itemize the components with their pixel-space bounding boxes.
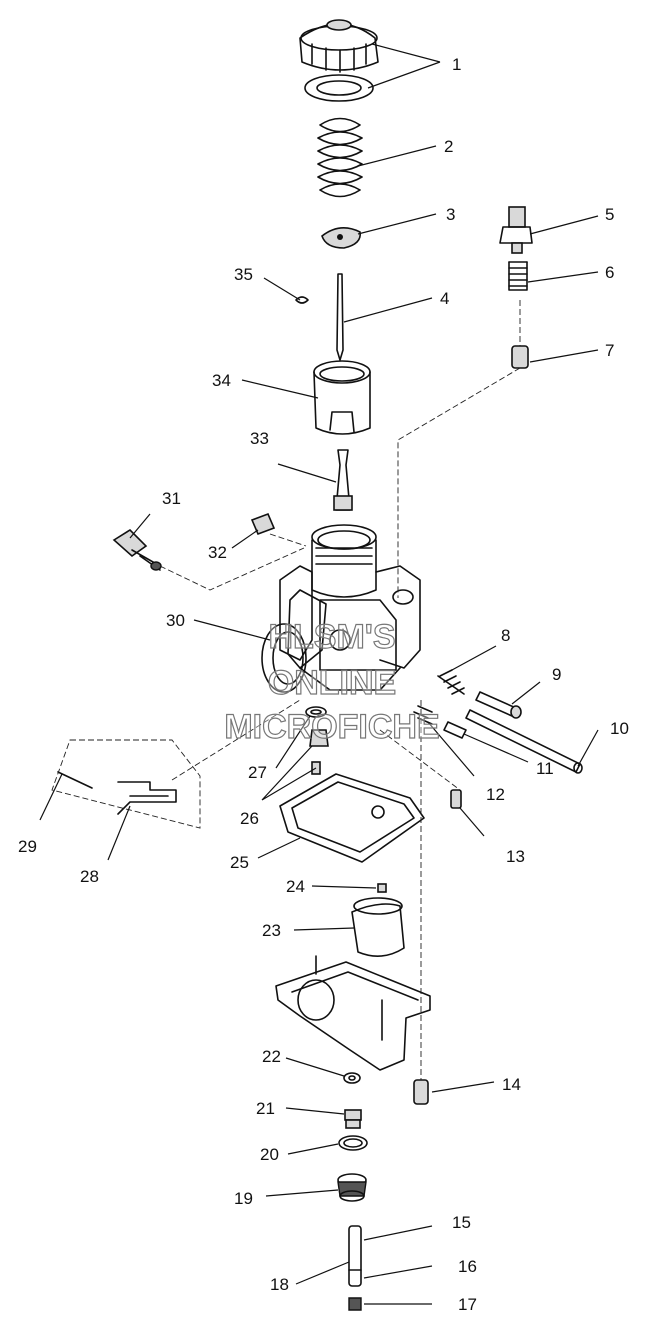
part-pilot-screw[interactable] xyxy=(443,721,467,739)
part-choke-plunger[interactable] xyxy=(112,528,162,571)
part-idle-spring[interactable] xyxy=(437,669,465,695)
part-overflow-tube[interactable] xyxy=(465,709,583,774)
part-needle-jet[interactable] xyxy=(333,449,353,511)
part-drain-tube[interactable] xyxy=(348,1225,362,1287)
callout-8[interactable]: 8 xyxy=(501,626,510,645)
part-o-ring[interactable] xyxy=(338,1135,368,1151)
callout-22[interactable]: 22 xyxy=(262,1047,281,1066)
part-intake-bore[interactable] xyxy=(261,623,307,693)
callout-4[interactable]: 4 xyxy=(440,289,449,308)
callout-14[interactable]: 14 xyxy=(502,1075,521,1094)
cable-routing-lines xyxy=(159,367,521,791)
callout-numbers: 1 2 3 4 5 6 7 8 9 10 11 12 13 14 15 16 1… xyxy=(18,55,629,1314)
part-needle-plate[interactable] xyxy=(321,227,361,249)
callout-32[interactable]: 32 xyxy=(208,543,227,562)
callout-17[interactable]: 17 xyxy=(458,1295,477,1314)
part-float[interactable] xyxy=(351,897,405,957)
callout-29[interactable]: 29 xyxy=(18,837,37,856)
part-float-pin[interactable] xyxy=(57,771,93,789)
part-jet-needle[interactable] xyxy=(336,273,344,361)
part-float-needle[interactable] xyxy=(377,883,387,893)
part-cable-adjuster[interactable] xyxy=(499,206,533,254)
callout-5[interactable]: 5 xyxy=(605,205,614,224)
part-plug[interactable] xyxy=(250,512,276,536)
callout-35[interactable]: 35 xyxy=(234,265,253,284)
callout-9[interactable]: 9 xyxy=(552,665,561,684)
watermark-line-2: ONLINE xyxy=(268,664,396,702)
callout-34[interactable]: 34 xyxy=(212,371,231,390)
callout-12[interactable]: 12 xyxy=(486,785,505,804)
part-throttle-slide[interactable] xyxy=(313,360,371,435)
part-tube-clamp[interactable] xyxy=(348,1297,362,1311)
part-small-screw[interactable] xyxy=(450,789,462,809)
callout-18[interactable]: 18 xyxy=(270,1275,289,1294)
callout-26[interactable]: 26 xyxy=(240,809,259,828)
part-needle-clip[interactable] xyxy=(295,296,309,304)
callout-33[interactable]: 33 xyxy=(250,429,269,448)
callout-27[interactable]: 27 xyxy=(248,763,267,782)
callout-23[interactable]: 23 xyxy=(262,921,281,940)
callout-10[interactable]: 10 xyxy=(610,719,629,738)
callout-2[interactable]: 2 xyxy=(444,137,453,156)
callout-3[interactable]: 3 xyxy=(446,205,455,224)
part-carburetor-body[interactable] xyxy=(279,524,421,691)
part-bowl-screw[interactable] xyxy=(413,700,429,1105)
callout-31[interactable]: 31 xyxy=(162,489,181,508)
callout-20[interactable]: 20 xyxy=(260,1145,279,1164)
callout-7[interactable]: 7 xyxy=(605,341,614,360)
part-cable-end[interactable] xyxy=(511,300,529,369)
part-idle-screw[interactable] xyxy=(475,691,522,719)
part-spring[interactable] xyxy=(317,117,363,198)
part-drain-nut[interactable] xyxy=(343,1072,361,1084)
part-float-arm[interactable] xyxy=(117,781,177,815)
part-cap[interactable] xyxy=(299,19,379,73)
part-adjuster-spring[interactable] xyxy=(508,261,528,291)
callout-16[interactable]: 16 xyxy=(458,1257,477,1276)
part-float-bowl[interactable] xyxy=(275,955,431,1071)
watermark: HLSM'S ONLINE MICROFICHE xyxy=(224,617,441,746)
part-cap-washer[interactable] xyxy=(304,74,374,102)
part-fitting[interactable] xyxy=(344,1109,362,1129)
float-assembly-outline xyxy=(51,739,201,829)
callout-13[interactable]: 13 xyxy=(506,847,525,866)
callout-21[interactable]: 21 xyxy=(256,1099,275,1118)
callout-25[interactable]: 25 xyxy=(230,853,249,872)
callout-28[interactable]: 28 xyxy=(80,867,99,886)
part-float-bowl-gasket[interactable] xyxy=(279,773,425,863)
leader-lines xyxy=(39,43,599,1305)
watermark-line-1: HLSM'S xyxy=(268,618,395,656)
part-drain-plug[interactable] xyxy=(337,1173,367,1202)
callout-19[interactable]: 19 xyxy=(234,1189,253,1208)
part-pilot-jet[interactable] xyxy=(305,706,327,718)
callout-30[interactable]: 30 xyxy=(166,611,185,630)
callout-11[interactable]: 11 xyxy=(536,759,554,778)
callout-24[interactable]: 24 xyxy=(286,877,305,896)
callout-1[interactable]: 1 xyxy=(452,55,461,74)
callout-15[interactable]: 15 xyxy=(452,1213,471,1232)
watermark-line-3: MICROFICHE xyxy=(224,708,439,746)
callout-6[interactable]: 6 xyxy=(605,263,614,282)
